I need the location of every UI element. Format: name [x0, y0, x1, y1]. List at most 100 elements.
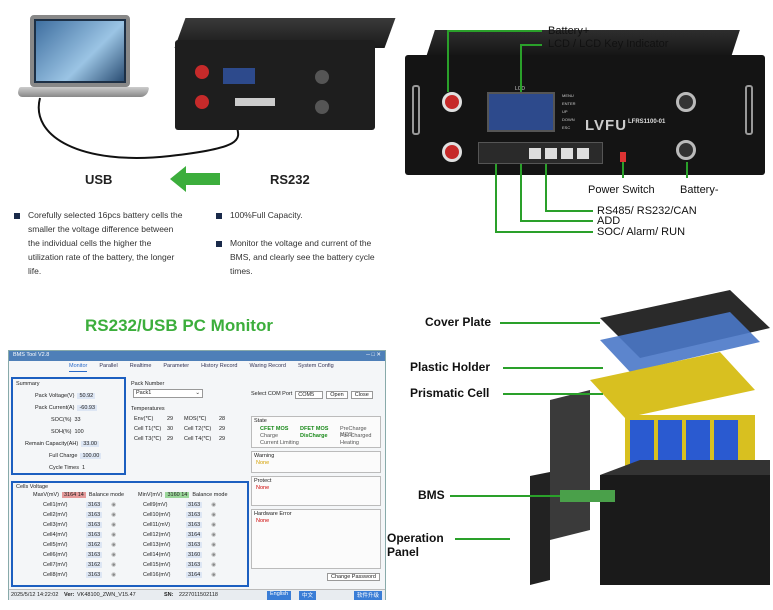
open-button[interactable]: Open: [326, 391, 348, 399]
balance-radio-icon[interactable]: ◉: [111, 532, 117, 538]
cell-voltage-row: Cell11(mV)3163◉: [143, 522, 216, 528]
cell-value: 3163: [186, 542, 203, 548]
state-panel: State CFET MOS DFET MOS PreCharge MOS Ch…: [251, 416, 381, 448]
bullet-icon: [14, 213, 20, 219]
cell-value: 3160: [186, 552, 203, 558]
cell-label: Cell8(mV): [43, 572, 68, 578]
balance-radio-icon[interactable]: ◉: [211, 502, 217, 508]
balance-radio-icon[interactable]: ◉: [211, 562, 217, 568]
positive-terminal-bottom: [442, 142, 462, 162]
summary-panel: Summary Pack Voltage(V)50.92 Pack Curren…: [11, 377, 126, 475]
cell-value: 3163: [86, 512, 103, 518]
bullet-icon: [216, 241, 222, 247]
english-button[interactable]: English: [267, 591, 292, 600]
cell-label: Cell14(mV): [143, 552, 171, 558]
usb-label: USB: [85, 172, 113, 187]
cell-value: 3163: [186, 512, 203, 518]
rs232-label: RS232: [270, 172, 310, 187]
balance-radio-icon[interactable]: ◉: [211, 522, 217, 528]
pack-number-label: Pack Number: [131, 381, 165, 387]
tab-monitor[interactable]: Monitor: [69, 363, 88, 372]
communication-ports: [478, 142, 603, 164]
feature-text-capacity: 100%Full Capacity.: [230, 210, 303, 220]
tab-realtime[interactable]: Realtime: [129, 363, 152, 369]
cell-voltage-row: Cell12(mV)3164◉: [143, 532, 216, 538]
cell-value: 3164: [186, 532, 203, 538]
feature-text-monitor: Monitor the voltage and current of the B…: [230, 238, 375, 276]
cell-label: Cell1(mV): [43, 502, 68, 508]
cell-voltage-row: Cell7(mV)3162◉: [43, 562, 116, 568]
label-prismatic-cell: Prismatic Cell: [410, 386, 490, 400]
cell-voltage-row: Cell8(mV)3163◉: [43, 572, 116, 578]
arrow-left-icon: [170, 166, 220, 192]
cell-voltage-row: Cell15(mV)3163◉: [143, 562, 216, 568]
callout-rs485: RS485/ RS232/CAN: [597, 205, 697, 217]
pack-number-select[interactable]: Pack1⌄: [133, 389, 203, 398]
cell-value: 3163: [186, 562, 203, 568]
negative-terminal-top: [676, 92, 696, 112]
cell-label: Cell6(mV): [43, 552, 68, 558]
tab-parameter[interactable]: Parameter: [163, 363, 190, 369]
tab-parallel[interactable]: Parallel: [99, 363, 118, 369]
cell-voltage-row: Cell2(mV) 3163 ◉: [43, 512, 116, 518]
balance-radio-icon[interactable]: ◉: [111, 572, 117, 578]
label-cover-plate: Cover Plate: [425, 315, 492, 329]
tab-warning[interactable]: Waring Record: [249, 363, 286, 369]
upgrade-button[interactable]: 软件升级: [354, 591, 383, 600]
balance-radio-icon[interactable]: ◉: [111, 502, 117, 508]
cell-label: Cell5(mV): [43, 542, 68, 548]
laptop-illustration: [30, 15, 130, 87]
label-plastic-holder: Plastic Holder: [410, 360, 491, 374]
cell-label: Cell13(mV): [143, 542, 171, 548]
close-button[interactable]: Close: [350, 391, 373, 399]
balance-radio-icon[interactable]: ◉: [211, 512, 217, 518]
cell-value: 3162: [86, 542, 103, 548]
cell-value: 3163: [86, 522, 103, 528]
balance-radio-icon[interactable]: ◉: [111, 512, 117, 518]
balance-radio-icon[interactable]: ◉: [211, 572, 217, 578]
label-bms: BMS: [418, 488, 445, 502]
cell-voltage-row: Cell5(mV) 3162 ◉: [43, 542, 116, 548]
tab-system-config[interactable]: System Config: [297, 363, 334, 369]
balance-radio-icon[interactable]: ◉: [111, 542, 117, 548]
label-operation-panel: Operation Panel: [387, 531, 444, 559]
pc-monitor-heading: RS232/USB PC Monitor: [85, 316, 273, 335]
cell-value: 3163: [86, 502, 103, 508]
chinese-button[interactable]: 中文: [299, 591, 317, 600]
cell-value: 3164: [186, 572, 203, 578]
cell-value: 3163: [186, 502, 203, 508]
cell-label: Cell2(mV): [43, 512, 68, 518]
cell-label: Cell3(mV): [43, 522, 68, 528]
balance-radio-icon[interactable]: ◉: [211, 532, 217, 538]
balance-radio-icon[interactable]: ◉: [111, 522, 117, 528]
balance-radio-icon[interactable]: ◉: [211, 552, 217, 558]
handle-right: [745, 85, 753, 135]
handle-left: [412, 85, 420, 135]
cell-voltage-row: Cell1(mV) 3163 ◉: [43, 502, 116, 508]
cell-voltage-row: Cell16(mV)3164◉: [143, 572, 216, 578]
callout-add: ADD: [597, 215, 621, 227]
cell-value: 3163: [86, 532, 103, 538]
feature-text-cells: Corefully selected 16pcs battery cells t…: [28, 210, 183, 276]
negative-terminal-bottom: [676, 140, 696, 160]
model-label: LFRS1100-01: [628, 119, 666, 125]
tab-history[interactable]: History Record: [201, 363, 238, 369]
change-password-button[interactable]: Change Password: [327, 573, 380, 581]
battery-unit-front: [175, 40, 375, 130]
balance-radio-icon[interactable]: ◉: [211, 542, 217, 548]
cell-label: Cell7(mV): [43, 562, 68, 568]
cell-voltage-row: Cell3(mV) 3163 ◉: [43, 522, 116, 528]
callout-lcd-key: LCD / LCD Key Indicator: [548, 38, 669, 50]
positive-terminal-top: [442, 92, 462, 112]
bullet-icon: [216, 213, 222, 219]
callout-power-switch: Power Switch: [588, 184, 655, 196]
cell-label: Cell11(mV): [143, 522, 171, 528]
status-bar: 2025/5/12 14:22:02 Ver: VK48100_ZWN_V15.…: [9, 589, 385, 600]
balance-radio-icon[interactable]: ◉: [111, 562, 117, 568]
cell-voltage-row: Cell14(mV) 3160 ◉: [143, 552, 216, 558]
balance-radio-icon[interactable]: ◉: [111, 552, 117, 558]
